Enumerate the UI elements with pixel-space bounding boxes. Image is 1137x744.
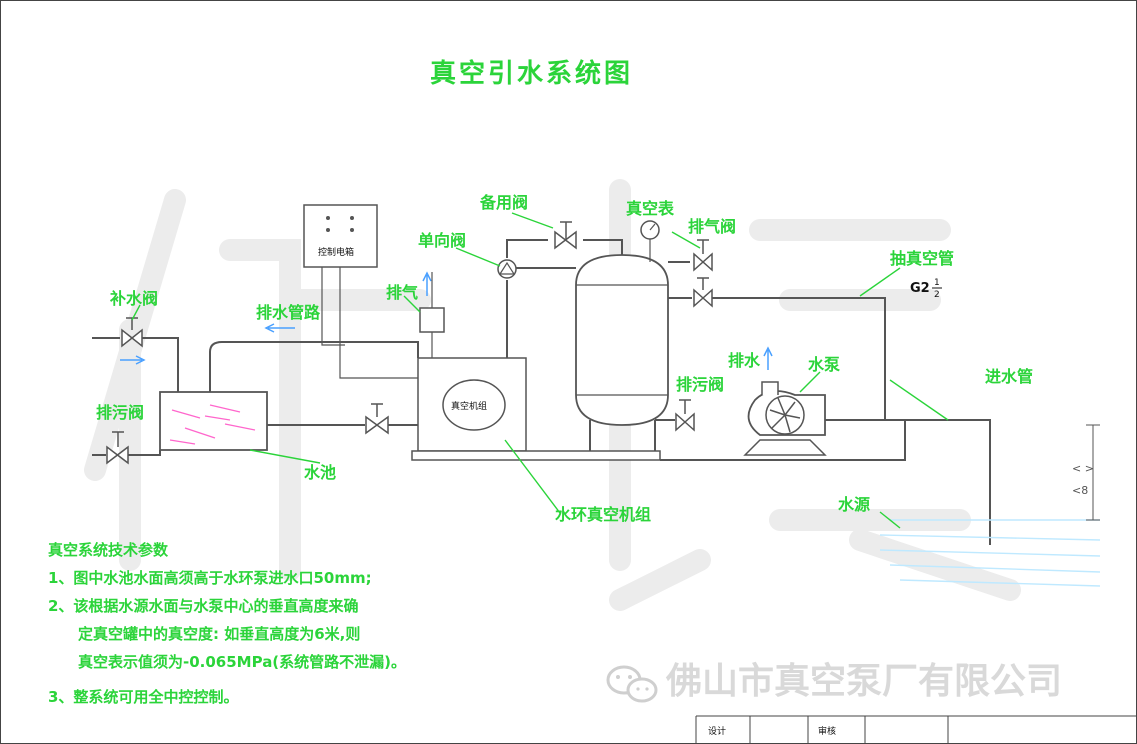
background-watermark [84,179,1021,611]
notes-line-2b: 定真空罐中的真空度: 如垂直高度为6米,则 [78,625,360,643]
label-water-pump: 水泵 [808,355,840,374]
leader-vent-valve [671,231,701,249]
leader-spare-valve [511,212,554,229]
tank-outlet-valve [365,403,389,435]
leader-suction-pipe [859,267,901,297]
drain-return-pipe [209,341,419,392]
water-source-waves [879,519,1101,587]
drain-direction-arrow [264,323,295,333]
label-check-valve: 单向阀 [418,231,466,250]
pump-drain-arrow [763,346,773,370]
exhaust-arrow [422,271,432,296]
titleblock-review: 审核 [818,725,836,737]
sewage-valve-right [675,399,695,432]
label-pipe-size-den: 2 [934,290,940,300]
diagram-title: 真空引水系统图 [430,58,633,89]
control-cable-1 [321,267,345,346]
svg-text:<8: <8 [1072,484,1088,497]
label-sewage-valve-right: 排污阀 [676,375,724,394]
title-block: 设计 审核 [695,715,1136,744]
label-exhaust: 排气 [386,283,418,302]
label-vacuum-gauge: 真空表 [626,199,675,218]
label-drain-water: 排水 [728,351,761,370]
label-inlet-pipe: 进水管 [985,367,1033,386]
vent-valve [693,239,713,272]
leader-inlet-pipe [889,379,949,421]
notes-line-1: 1、图中水池水面高须高于水环泵进水口50mm; [48,569,372,587]
vacuum-gauge [640,220,660,262]
spare-valve [554,221,577,250]
control-box: 控制电箱 [303,204,378,268]
leader-water-ring-unit [504,439,561,514]
suction-vacuum-pipe [712,297,886,420]
svg-text:< >: < > [1072,462,1094,475]
label-vent-valve: 排气阀 [688,217,736,236]
leader-exhaust [403,295,421,313]
sewage-pipe-left-b [128,450,161,456]
makeup-direction-arrow [120,355,146,365]
vacuum-unit: 真空机组 [417,288,527,452]
label-spare-valve: 备用阀 [479,193,528,212]
label-water-tank: 水池 [304,463,336,482]
pump-base [660,419,906,461]
water-tank [159,391,268,451]
notes-line-2c: 真空表示值须为-0.065MPa(系统管路不泄漏)。 [78,653,406,671]
notes-heading: 真空系统技术参数 [48,541,169,559]
spare-valve-pipe-left [506,239,548,258]
leader-check-valve [455,247,501,267]
company-watermark: 佛山市真空泵厂有限公司 [665,661,1062,702]
leader-water-tank [249,449,321,464]
technical-notes: 真空系统技术参数 1、图中水池水面高须高于水环泵进水口50mm; 2、该根据水源… [48,541,406,706]
sewage-valve-left [106,431,129,465]
notes-line-3: 3、整系统可用全中控控制。 [48,688,238,706]
wechat-icon [606,665,658,703]
vacuum-unit-box-label: 真空机组 [451,400,487,412]
notes-line-2a: 2、该根据水源水面与水泵中心的垂直高度来确 [48,597,358,615]
label-sewage-valve-left: 排污阀 [96,403,144,422]
water-pump [743,381,827,456]
inlet-pipe [905,419,991,545]
titleblock-design: 设计 [708,725,726,737]
suction-valve [693,277,713,308]
check-valve [497,259,517,279]
leader-water-pump [799,371,821,393]
height-dimension: < > <8 [1072,424,1100,521]
makeup-pipe-right [142,337,179,392]
label-makeup-valve: 补水阀 [109,289,158,308]
label-water-source: 水源 [838,495,870,514]
label-water-ring-unit: 水环真空机组 [555,505,651,524]
base-plate [411,450,661,461]
label-pipe-size: G2 [910,281,930,296]
leader-water-source [879,511,901,529]
leader-makeup-valve [131,304,141,321]
spare-valve-pipe-right [583,239,623,255]
label-pipe-size-num: 1 [934,278,940,288]
label-drain-pipe: 排水管路 [256,303,321,322]
control-cable-2 [339,267,420,379]
label-suction-vacuum-pipe: 抽真空管 [890,249,954,268]
control-box-label: 控制电箱 [318,246,354,258]
vacuum-tank [575,254,669,451]
